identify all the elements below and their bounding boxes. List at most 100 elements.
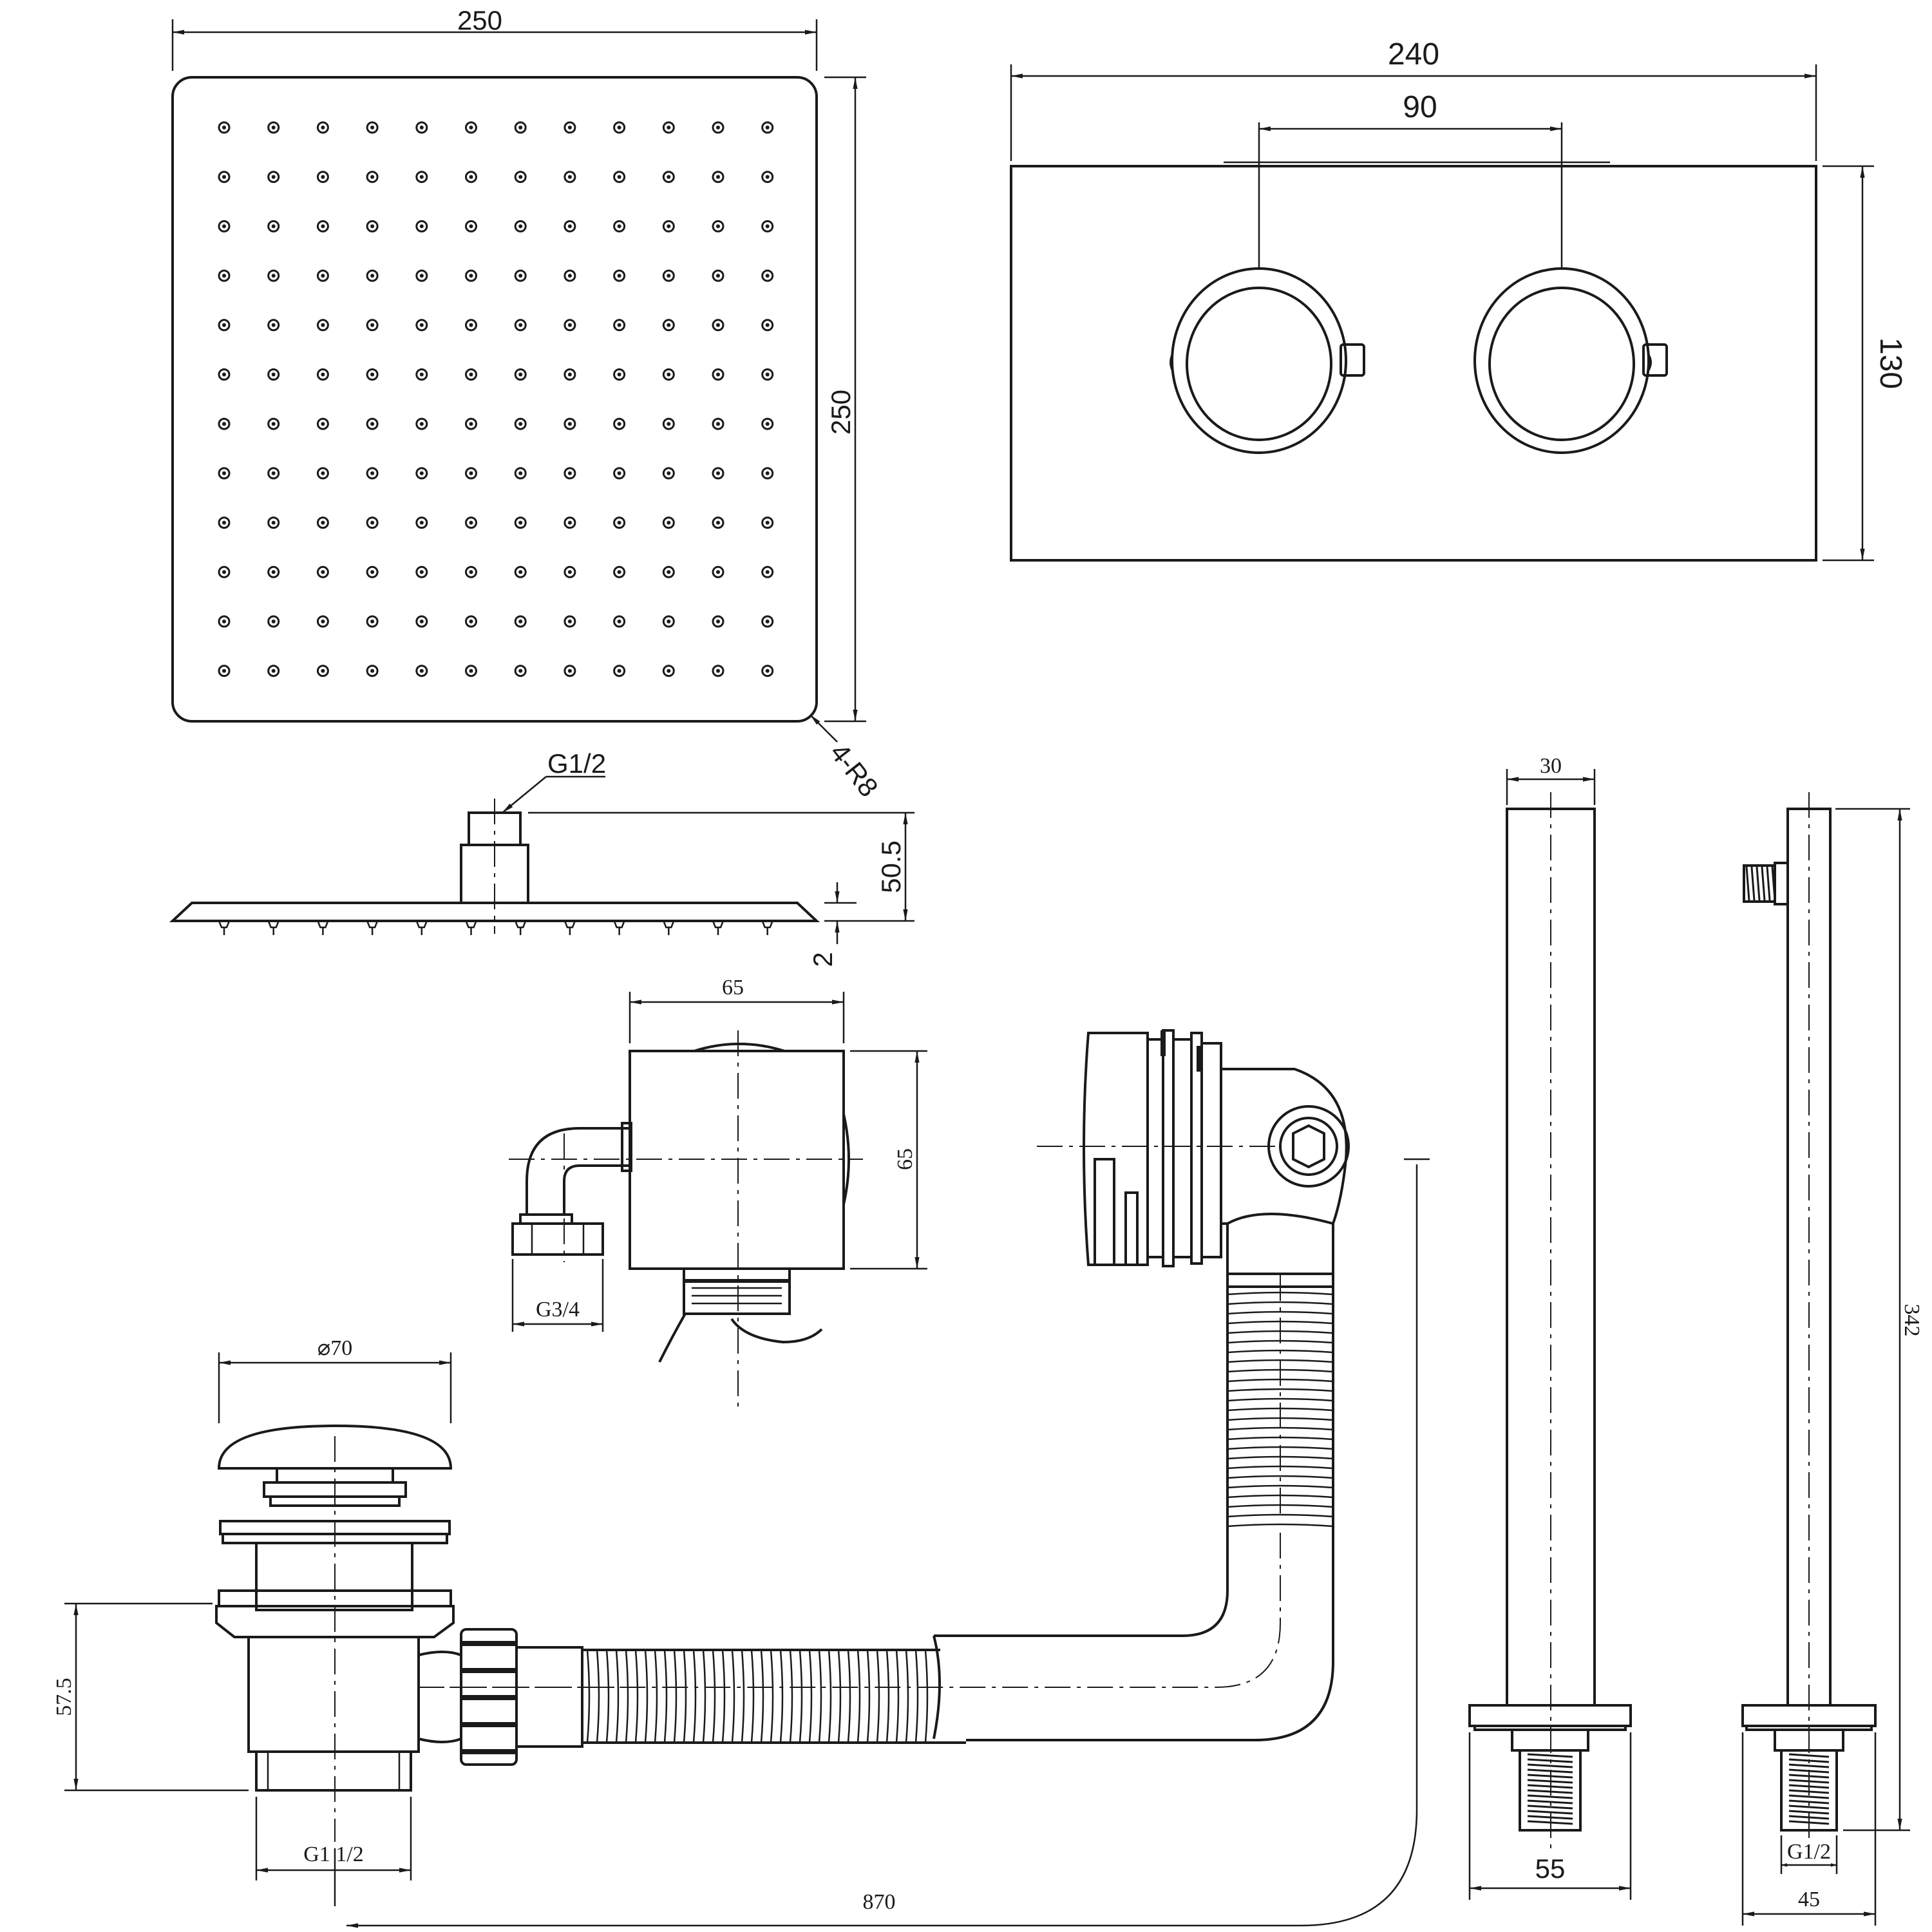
hose-rib [750, 1649, 755, 1743]
arm-side-flange-width-label: 45 [1798, 1888, 1820, 1911]
hose-rib [1227, 1368, 1334, 1373]
side-nozzle [564, 920, 576, 935]
nozzle [415, 565, 428, 578]
nozzle [218, 417, 231, 430]
thread-line [1788, 1815, 1830, 1820]
nozzle [761, 665, 774, 677]
thread-line [1527, 1804, 1573, 1810]
nozzle [712, 319, 724, 332]
nozzle [366, 417, 379, 430]
hose-rib [914, 1649, 919, 1743]
nozzle [613, 171, 626, 184]
thread-line [1788, 1810, 1830, 1815]
hose-rib [1227, 1330, 1334, 1334]
nozzle [465, 220, 477, 232]
side-nozzle [514, 920, 527, 935]
nozzle [564, 368, 576, 381]
hose-rib [605, 1649, 610, 1743]
thread-line [1766, 866, 1771, 901]
outlet-width-label: 65 [722, 976, 744, 999]
nozzle [366, 269, 379, 282]
nozzle [712, 121, 724, 134]
thread-line [1788, 1799, 1830, 1804]
nozzle [415, 368, 428, 381]
nozzle [613, 417, 626, 430]
nozzle [514, 319, 527, 332]
nozzle [761, 220, 774, 232]
nozzle [316, 121, 329, 134]
hose-rib [1227, 1523, 1334, 1528]
nozzle [613, 615, 626, 628]
arm-thread-front [1527, 1753, 1573, 1825]
nozzle [761, 615, 774, 628]
side-nozzle [267, 920, 280, 935]
side-nozzle [415, 920, 428, 935]
nozzle [662, 269, 675, 282]
nozzle [662, 417, 675, 430]
hose-rib [857, 1649, 861, 1743]
thread-line [1788, 1753, 1830, 1758]
nozzle [267, 516, 280, 529]
nozzle [514, 516, 527, 529]
nozzle [662, 565, 675, 578]
side-nozzle [662, 920, 676, 935]
nozzle [613, 516, 626, 529]
shower-head-width-label: 250 [457, 5, 502, 35]
nozzle [465, 319, 477, 332]
pipe-length-label: 870 [863, 1890, 896, 1914]
nozzle [218, 121, 231, 134]
hose-rib [615, 1649, 620, 1743]
hose-rib [1227, 1494, 1334, 1499]
nozzle [712, 368, 724, 381]
hose-rib [712, 1649, 716, 1743]
nozzle [465, 565, 477, 578]
hose-rib [1227, 1311, 1334, 1315]
hose-rib [1227, 1465, 1334, 1470]
hose-rib [1227, 1436, 1334, 1441]
hose-rib [634, 1649, 639, 1743]
nozzle [514, 467, 527, 480]
thread-line [1527, 1799, 1573, 1804]
nozzle [316, 665, 329, 677]
waste-valve: ⌀70 57.5 G1 1/2 870 [52, 1158, 1430, 1928]
thread-line [1771, 866, 1776, 901]
nozzle [267, 615, 280, 628]
hose-rib [789, 1649, 793, 1743]
hose-rib [721, 1649, 726, 1743]
hose-rib [625, 1649, 629, 1743]
nozzle [564, 269, 576, 282]
nozzle [267, 319, 280, 332]
hose-rib [1227, 1407, 1334, 1412]
hose-rib [1227, 1504, 1334, 1508]
nozzle [316, 171, 329, 184]
hose-rib [886, 1649, 890, 1743]
nozzle-grid [218, 121, 774, 677]
thread-line [1788, 1758, 1830, 1763]
shower-head-side-view: G1/2 50.5 2 [169, 748, 914, 967]
thread-line [1788, 1789, 1830, 1794]
right-knob [1473, 267, 1668, 454]
nozzle [316, 220, 329, 232]
nozzle [465, 121, 477, 134]
nozzle [267, 368, 280, 381]
arm-thread-label: G1/2 [1787, 1840, 1831, 1864]
union-nut-ribs [461, 1641, 516, 1754]
nozzle [218, 565, 231, 578]
nozzle [465, 516, 477, 529]
hose-rib [770, 1649, 774, 1743]
nozzle [613, 565, 626, 578]
nozzle [465, 417, 477, 430]
nozzle [712, 220, 724, 232]
hose-rib [1227, 1397, 1334, 1402]
arm-length-label: 342 [1900, 1304, 1924, 1337]
nozzle [514, 565, 527, 578]
nozzle [712, 665, 724, 677]
thread-line [1745, 866, 1750, 901]
hose-rib [692, 1649, 697, 1743]
nozzle [415, 615, 428, 628]
arm-thread-side [1788, 1753, 1830, 1825]
shower-arm-side-view: 342 G1/2 45 [1741, 792, 1924, 1926]
nozzle [564, 220, 576, 232]
nozzle [761, 269, 774, 282]
